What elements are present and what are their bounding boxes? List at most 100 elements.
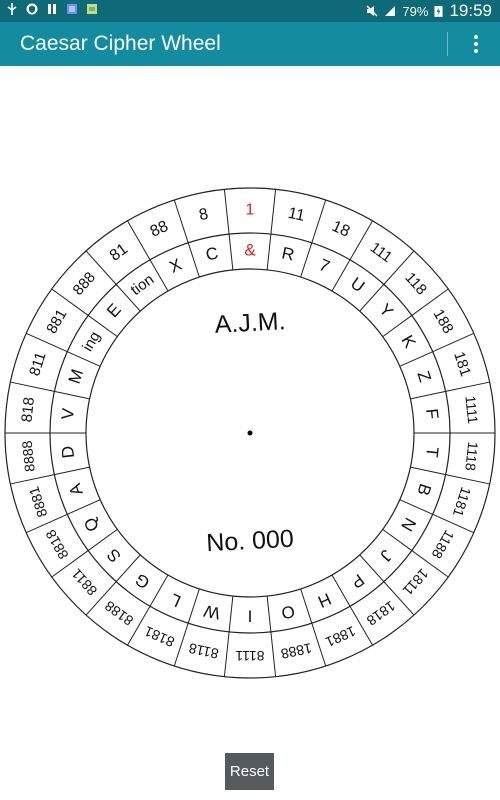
outer-ring-label: 818 bbox=[18, 396, 38, 423]
wheel-center-top-text: A.J.M. bbox=[214, 307, 286, 339]
outer-ring-label: 1888 bbox=[279, 640, 313, 662]
status-bar: 79% 19:59 bbox=[0, 0, 500, 22]
outer-ring-divider bbox=[10, 381, 55, 392]
outer-ring-label: 11 bbox=[286, 205, 306, 225]
inner-ring-label: & bbox=[244, 241, 256, 260]
inner-ring-divider bbox=[382, 315, 413, 338]
inner-ring-divider bbox=[187, 588, 200, 624]
mute-icon bbox=[366, 5, 378, 17]
outer-ring-divider bbox=[51, 288, 89, 316]
signal-icon bbox=[385, 6, 396, 16]
inner-ring-divider bbox=[54, 466, 90, 476]
outer-ring-label: 88 bbox=[148, 218, 171, 241]
outer-ring-label: 8888 bbox=[19, 440, 38, 473]
reset-button[interactable]: Reset bbox=[225, 753, 274, 790]
overflow-menu-icon[interactable] bbox=[466, 30, 486, 58]
outer-ring-label: 8118 bbox=[187, 640, 220, 662]
outer-ring-label: 181 bbox=[450, 350, 474, 379]
outer-ring-divider bbox=[270, 631, 277, 677]
outer-ring-divider bbox=[383, 250, 415, 285]
inner-ring-divider bbox=[300, 588, 313, 624]
inner-ring-label: I bbox=[248, 607, 253, 626]
battery-percent: 79% bbox=[402, 3, 429, 19]
outer-ring-divider bbox=[127, 605, 151, 646]
status-icons-right: 79% 19:59 bbox=[366, 1, 492, 21]
inner-ring-divider bbox=[359, 284, 385, 312]
outer-ring-divider bbox=[432, 513, 475, 534]
inner-ring-label: T bbox=[422, 446, 442, 458]
inner-ring-divider bbox=[399, 351, 433, 367]
outer-ring-divider bbox=[85, 250, 117, 285]
outer-ring-divider bbox=[10, 474, 55, 485]
outer-ring-label: 811 bbox=[26, 350, 50, 378]
outer-ring-divider bbox=[270, 189, 277, 235]
outer-ring-divider bbox=[173, 199, 189, 243]
inner-ring-divider bbox=[67, 499, 101, 515]
outer-ring-divider bbox=[127, 220, 151, 261]
inner-ring-divider bbox=[115, 284, 141, 312]
app-title: Caesar Cipher Wheel bbox=[20, 32, 221, 55]
inner-ring-divider bbox=[67, 351, 101, 367]
outer-ring-divider bbox=[445, 474, 490, 485]
outer-ring-divider bbox=[25, 513, 68, 534]
inner-ring-label: R bbox=[280, 243, 296, 264]
inner-ring-divider bbox=[266, 234, 272, 270]
inner-ring-label: C bbox=[204, 243, 220, 264]
battery-charging-icon bbox=[434, 6, 444, 17]
wheel-center-bottom-text: No. 000 bbox=[206, 525, 295, 558]
inner-ring-divider bbox=[187, 242, 200, 278]
outer-ring-divider bbox=[311, 623, 327, 667]
inner-ring-divider bbox=[399, 499, 433, 515]
inner-ring-divider bbox=[87, 315, 118, 338]
inner-ring-divider bbox=[359, 554, 385, 582]
inner-ring-label: F bbox=[422, 408, 442, 420]
outer-ring-divider bbox=[411, 550, 449, 578]
pause-icon bbox=[48, 4, 56, 14]
inner-ring-divider bbox=[331, 259, 351, 292]
inner-ring-label: W bbox=[202, 601, 222, 623]
wheel-center-pin bbox=[247, 430, 253, 436]
inner-ring-divider bbox=[331, 574, 351, 607]
inner-ring-divider bbox=[266, 596, 272, 632]
inner-ring-label: V bbox=[58, 407, 78, 421]
outer-ring-divider bbox=[311, 199, 327, 243]
outer-ring-divider bbox=[51, 550, 89, 578]
outer-ring-label: 1111 bbox=[462, 395, 481, 425]
inner-ring-divider bbox=[410, 466, 446, 476]
inner-ring-divider bbox=[149, 259, 169, 292]
inner-ring-label: M bbox=[65, 367, 87, 386]
outer-ring-divider bbox=[173, 623, 189, 667]
clipboard-icon bbox=[87, 4, 97, 14]
inner-ring-divider bbox=[149, 574, 169, 607]
outer-ring-divider bbox=[383, 581, 415, 616]
status-icons-left bbox=[6, 3, 98, 15]
outer-ring-label: 1 bbox=[246, 202, 255, 219]
app-bar: Caesar Cipher Wheel bbox=[0, 22, 500, 66]
inner-ring-divider bbox=[300, 242, 313, 278]
app-bar-divider bbox=[447, 32, 448, 56]
outer-ring-divider bbox=[349, 605, 373, 646]
inner-ring-label: B bbox=[413, 481, 435, 498]
outer-ring-divider bbox=[25, 332, 68, 353]
clock: 19:59 bbox=[449, 1, 492, 20]
outer-ring-divider bbox=[349, 220, 373, 261]
inner-ring-divider bbox=[410, 390, 446, 400]
outer-ring-divider bbox=[432, 332, 475, 353]
outer-ring-divider bbox=[445, 381, 490, 392]
outer-ring-label: 8 bbox=[198, 206, 210, 224]
outer-ring-divider bbox=[411, 288, 449, 316]
inner-ring-divider bbox=[228, 234, 234, 270]
inner-ring-label: D bbox=[58, 445, 78, 459]
outer-ring-label: 18 bbox=[329, 218, 352, 241]
outer-ring-divider bbox=[223, 631, 230, 677]
shield-icon bbox=[26, 3, 38, 15]
outer-ring-label: 8111 bbox=[235, 648, 264, 664]
outer-ring-label: 1118 bbox=[462, 441, 481, 472]
inner-ring-divider bbox=[228, 596, 234, 632]
inner-ring-divider bbox=[54, 390, 90, 400]
outer-ring-divider bbox=[85, 581, 117, 616]
outer-ring-divider bbox=[223, 189, 230, 235]
inner-ring-label: O bbox=[280, 601, 297, 622]
inner-ring-divider bbox=[115, 554, 141, 582]
